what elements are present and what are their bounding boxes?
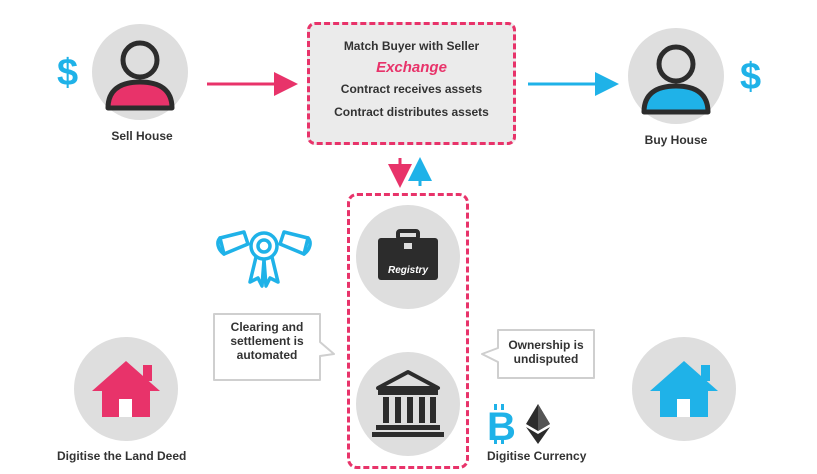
land-deed-label: Digitise the Land Deed xyxy=(57,449,187,463)
person-icon xyxy=(628,28,724,124)
crypto-icons: B xyxy=(486,402,558,446)
buyer-dollar-icon: $ xyxy=(740,56,762,98)
registry-box xyxy=(347,193,469,469)
currency-label: Digitise Currency xyxy=(487,449,587,463)
clearing-line-2: settlement is xyxy=(230,334,304,348)
registry-circle: Registry xyxy=(356,205,460,309)
speech-bubble-shape xyxy=(481,329,595,379)
bank-circle xyxy=(356,352,460,456)
certificate-icon-wrap xyxy=(214,226,314,296)
currency-house xyxy=(632,337,736,441)
clearing-callout: Clearing and settlement is automated xyxy=(210,310,338,388)
seller-avatar xyxy=(92,24,188,120)
exchange-line-receives: Contract receives assets xyxy=(340,82,483,96)
registry-label: Registry xyxy=(387,265,428,276)
bank-icon xyxy=(356,352,460,456)
exchange-line-match: Match Buyer with Seller xyxy=(343,39,480,53)
seller-dollar-icon: $ xyxy=(57,52,79,94)
buy-house-label: Buy House xyxy=(644,133,708,147)
buyer-avatar xyxy=(628,28,724,124)
sell-house-label: Sell House xyxy=(111,129,173,143)
clearing-line-3: automated xyxy=(236,348,298,362)
ownership-line-1: Ownership is xyxy=(508,338,584,352)
certificate-ribbon-icon xyxy=(216,230,312,288)
exchange-title: Exchange xyxy=(376,59,447,76)
speech-bubble-shape xyxy=(213,313,335,381)
land-deed-house xyxy=(74,337,178,441)
clearing-line-1: Clearing and xyxy=(230,320,304,334)
house-icon xyxy=(74,337,178,441)
ownership-line-2: undisputed xyxy=(513,352,579,366)
ownership-callout: Ownership is undisputed xyxy=(478,326,598,382)
bitcoin-icon: B xyxy=(487,404,516,446)
person-icon xyxy=(92,24,188,120)
ethereum-icon xyxy=(526,404,550,444)
house-icon xyxy=(632,337,736,441)
exchange-box: Match Buyer with Seller Exchange Contrac… xyxy=(307,22,516,145)
exchange-line-distributes: Contract distributes assets xyxy=(334,105,489,119)
briefcase-icon xyxy=(356,205,460,309)
